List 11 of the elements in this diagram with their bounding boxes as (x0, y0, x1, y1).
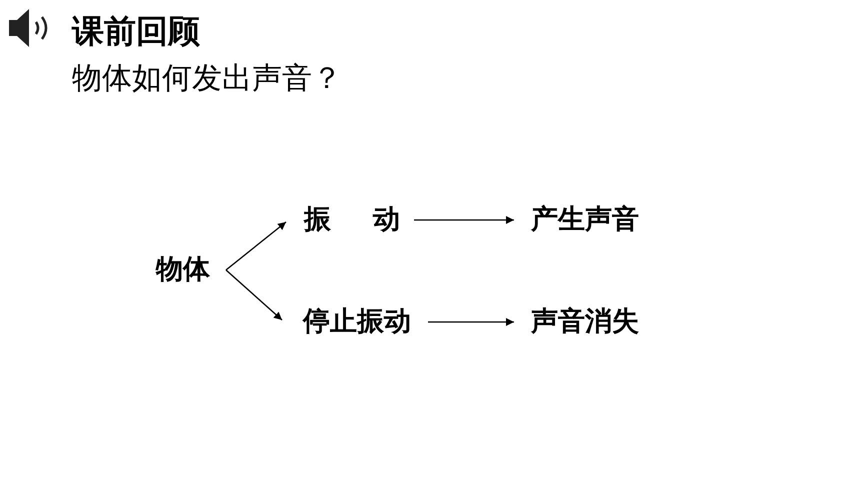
arrow (414, 216, 514, 224)
arrow (226, 222, 286, 270)
arrow (428, 318, 514, 326)
arrow (226, 270, 282, 320)
node-label: 产生声音 (518, 203, 652, 237)
node-label: 声音消失 (518, 305, 652, 339)
question-text: 物体如何发出声音？ (72, 60, 342, 98)
node-label: 物体 (150, 253, 216, 287)
node-label: 振 动 (294, 203, 410, 237)
title: 课前回顾 (72, 11, 200, 52)
node-label: 停止振动 (290, 305, 424, 339)
